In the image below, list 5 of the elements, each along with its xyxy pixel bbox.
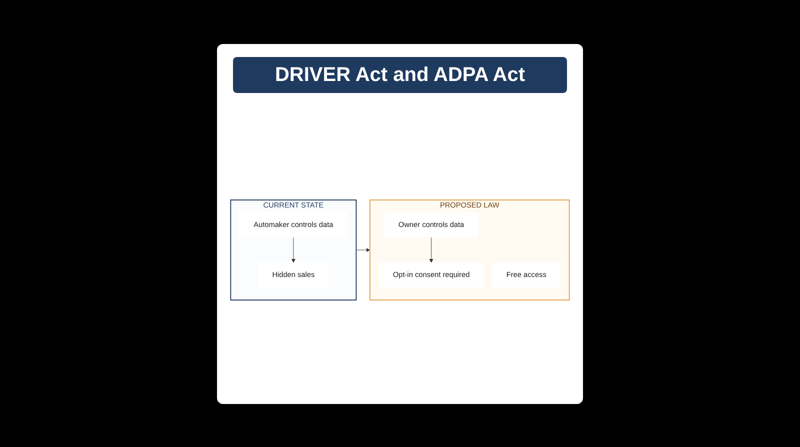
cluster: [370, 200, 570, 300]
node-box: [384, 212, 478, 238]
node-box: [378, 262, 484, 288]
cluster: [230, 200, 357, 300]
title-banner: DRIVER Act and ADPA Act: [233, 57, 567, 93]
